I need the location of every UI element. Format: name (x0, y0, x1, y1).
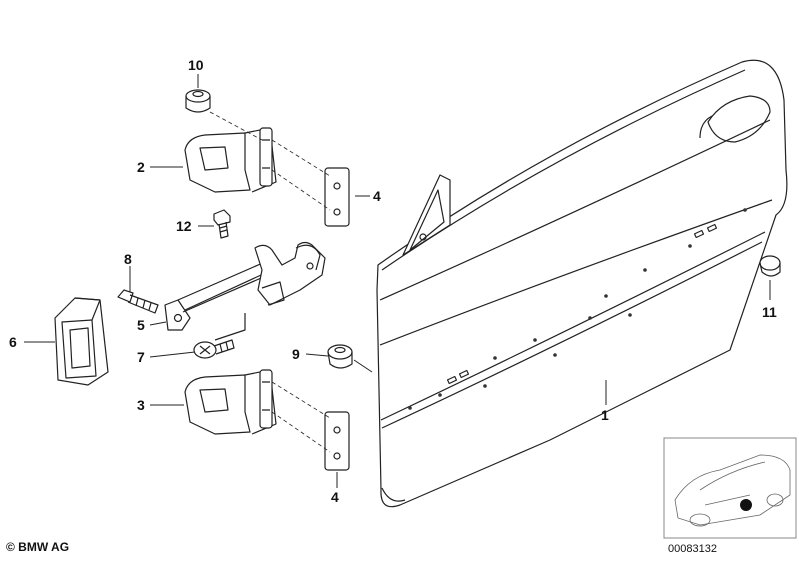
callout-6: 6 (9, 334, 17, 350)
callout-5: 5 (137, 317, 145, 333)
part-8-stud (117, 289, 159, 314)
callout-10: 10 (188, 57, 204, 73)
part-4-upper-plate (324, 167, 350, 227)
callout-4-upper: 4 (373, 188, 381, 204)
copyright-label: © BMW AG (6, 540, 70, 554)
part-4-lower-plate (324, 411, 350, 471)
callout-11: 11 (762, 304, 777, 320)
door-panel (376, 59, 788, 508)
leader-lines (24, 74, 771, 488)
part-2-upper-hinge (184, 127, 277, 193)
callout-2: 2 (137, 159, 145, 175)
callout-7: 7 (137, 349, 145, 365)
part-9-grommet (327, 344, 353, 369)
alignment-lines (209, 111, 331, 453)
part-3-lower-hinge (184, 369, 277, 435)
callout-3: 3 (137, 397, 145, 413)
part-5-door-check (164, 241, 326, 341)
callout-8: 8 (124, 251, 132, 267)
part-12-bolt (213, 209, 231, 239)
part-11-plug (759, 255, 781, 277)
image-number: 00083132 (668, 543, 717, 555)
callout-1: 1 (601, 407, 609, 423)
part-10-grommet (185, 89, 211, 113)
part-7-screw (193, 339, 235, 359)
callout-4-lower: 4 (331, 489, 339, 505)
callout-9: 9 (292, 346, 300, 362)
part-6-housing (54, 297, 109, 386)
callout-12: 12 (176, 218, 192, 234)
car-thumbnail (663, 437, 797, 539)
